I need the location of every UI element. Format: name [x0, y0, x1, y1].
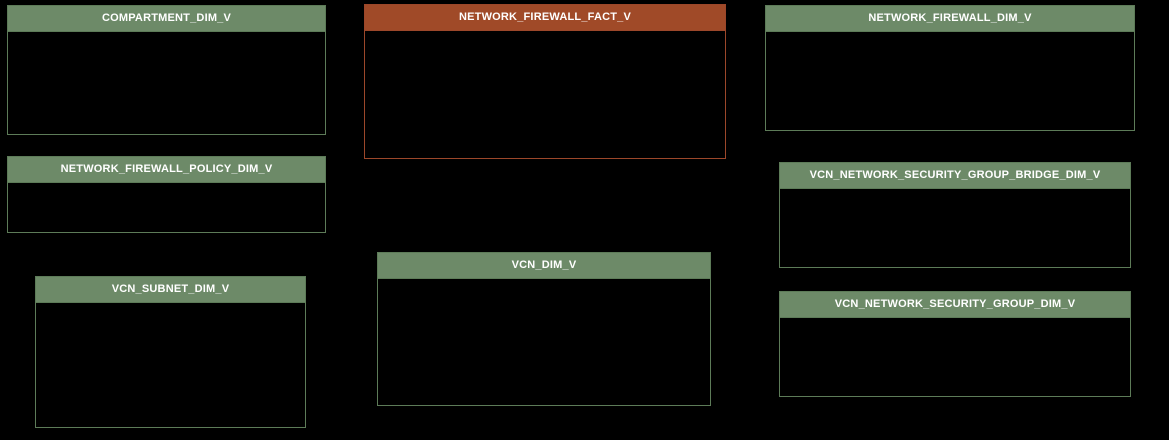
entity-network-firewall-fact-v[interactable]: NETWORK_FIREWALL_FACT_V [364, 4, 726, 159]
entity-network-firewall-policy-dim-v[interactable]: NETWORK_FIREWALL_POLICY_DIM_V [7, 156, 326, 233]
entity-network-firewall-dim-v[interactable]: NETWORK_FIREWALL_DIM_V [765, 5, 1135, 131]
entity-vcn-dim-v[interactable]: VCN_DIM_V [377, 252, 711, 406]
entity-vcn-subnet-dim-v[interactable]: VCN_SUBNET_DIM_V [35, 276, 306, 428]
entity-title: NETWORK_FIREWALL_DIM_V [766, 6, 1134, 32]
entity-attribute-list [8, 32, 325, 134]
entity-title: VCN_DIM_V [378, 253, 710, 279]
entity-compartment-dim-v[interactable]: COMPARTMENT_DIM_V [7, 5, 326, 135]
entity-attribute-list [378, 279, 710, 405]
entity-title: VCN_NETWORK_SECURITY_GROUP_DIM_V [780, 292, 1130, 318]
entity-attribute-list [365, 31, 725, 158]
entity-title: COMPARTMENT_DIM_V [8, 6, 325, 32]
entity-vcn-network-security-group-bridge-dim-v[interactable]: VCN_NETWORK_SECURITY_GROUP_BRIDGE_DIM_V [779, 162, 1131, 268]
entity-vcn-network-security-group-dim-v[interactable]: VCN_NETWORK_SECURITY_GROUP_DIM_V [779, 291, 1131, 397]
entity-attribute-list [780, 189, 1130, 267]
entity-title: NETWORK_FIREWALL_POLICY_DIM_V [8, 157, 325, 183]
entity-title: NETWORK_FIREWALL_FACT_V [365, 5, 725, 31]
entity-attribute-list [766, 32, 1134, 130]
entity-attribute-list [36, 303, 305, 427]
entity-title: VCN_SUBNET_DIM_V [36, 277, 305, 303]
entity-title: VCN_NETWORK_SECURITY_GROUP_BRIDGE_DIM_V [780, 163, 1130, 189]
entity-attribute-list [780, 318, 1130, 396]
entity-attribute-list [8, 183, 325, 232]
